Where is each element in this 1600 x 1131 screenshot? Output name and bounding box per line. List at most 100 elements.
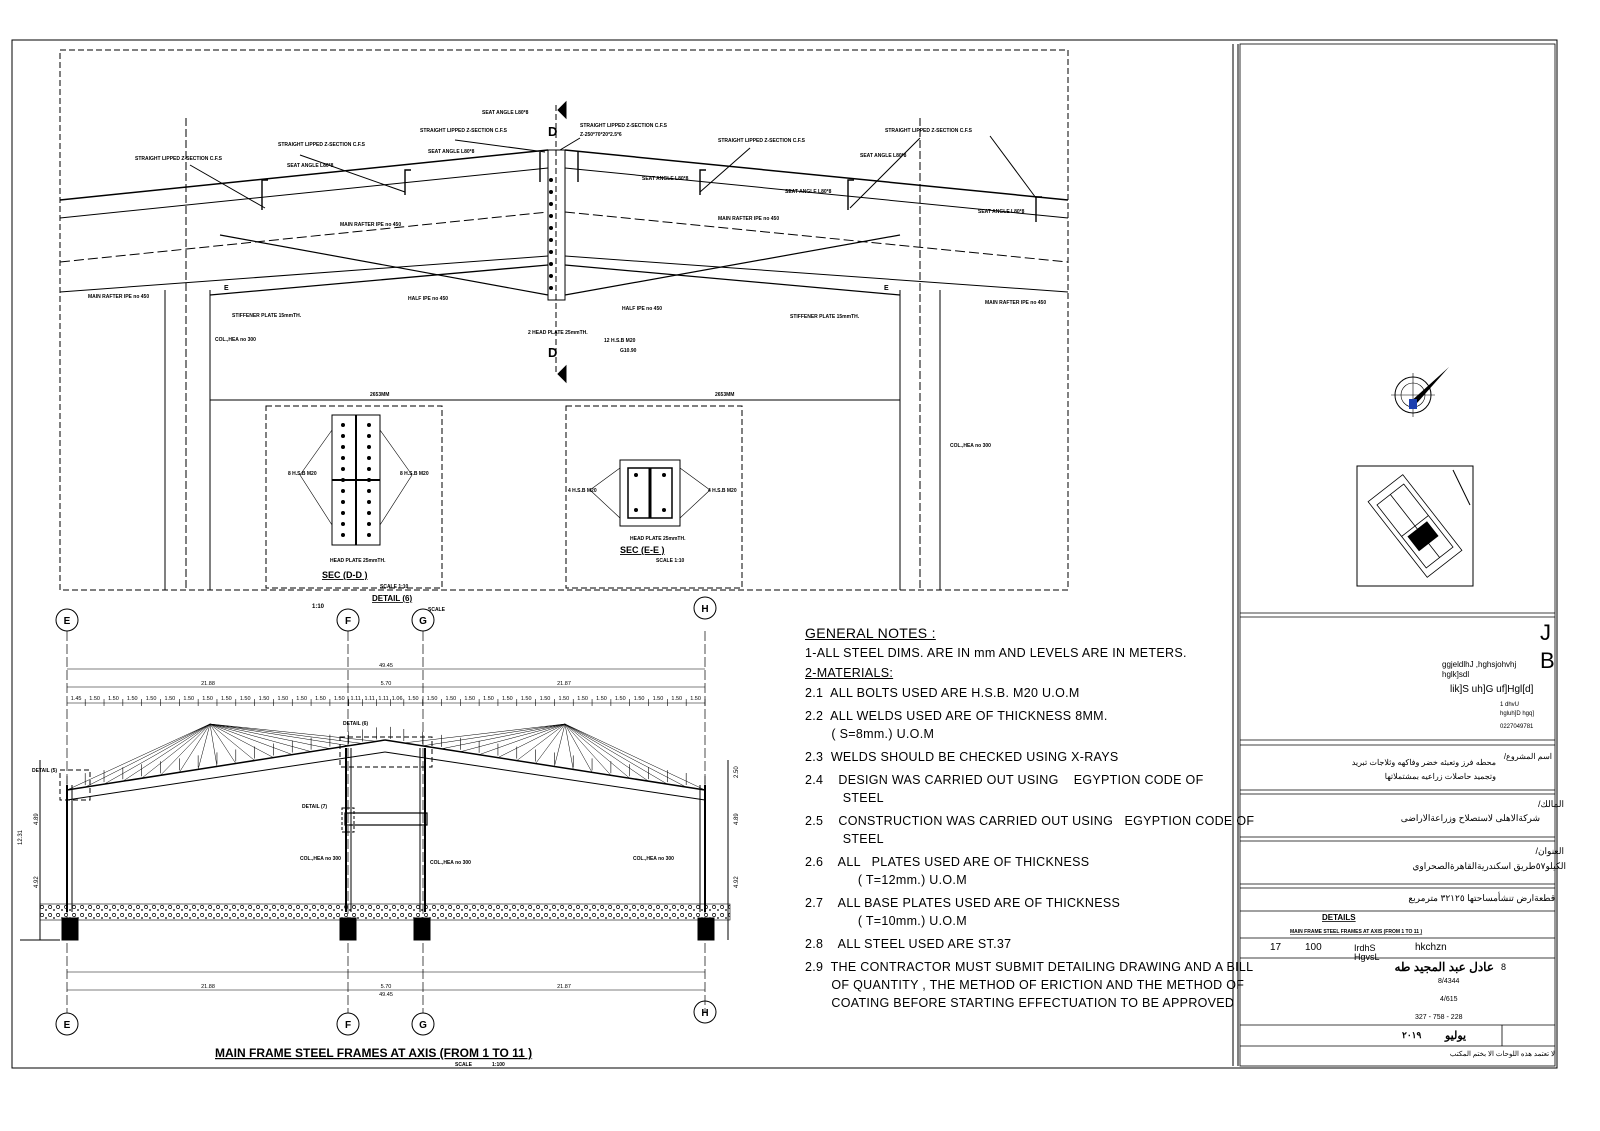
label-head-plate: HEAD PLATE 25mmTH. [630,536,686,542]
axis-label: F [345,1020,351,1031]
tie-line [564,723,706,791]
axis-label: H [701,604,708,615]
mark: 8 [1501,962,1507,972]
tie-line [197,723,211,770]
tie-line [209,723,377,742]
label-detail-7: DETAIL (7) [302,804,327,810]
sec-dd-scale: SCALE 1:10 [380,584,409,590]
tie-line [403,723,566,744]
label-column: COL.,HEA no 300 [215,337,256,343]
label-column: COL.,HEA no 300 [633,856,674,862]
tie-line [209,723,255,761]
tie-line [209,723,330,749]
bolt [634,508,638,512]
note-item: 2-MATERIALS: [805,666,894,680]
note-item: 1-ALL STEEL DIMS. ARE IN mm AND LEVELS A… [805,646,1187,660]
bolt [367,456,371,460]
dimension-text: 1.50 [483,696,494,702]
label-bolts: 4 H.S.B M20 [708,488,737,494]
dimension-text: 1.50 [615,696,626,702]
label-hsb-grade: G10.90 [620,348,637,354]
dimension-text: 5.70 [381,681,392,687]
tie-line [564,723,687,788]
bolt [367,423,371,427]
dimension-text: 1.50 [558,696,569,702]
sheet-scale: 100 [1305,942,1322,953]
sheet-title: DETAILS [1322,913,1356,922]
label-z-section: STRAIGHT LIPPED Z-SECTION C.F.S [885,128,973,134]
dimension-text: 1.50 [183,696,194,702]
office-phone: 0227049781 [1500,724,1534,730]
label-bolts: 8 H.S.B M20 [288,471,317,477]
dimension-text: 1.50 [221,696,232,702]
tie-line [160,723,211,776]
dimension-text: 1.50 [464,696,475,702]
tie-line [179,723,211,773]
dimension-text: 49.45 [379,663,393,669]
month: يوليو [1445,1030,1467,1042]
year: ٢٠١٩ [1402,1030,1422,1040]
office-line: hglk]sdl [1442,670,1470,679]
label-seat-angle: SEAT ANGLE L80*8 [287,163,334,169]
dimension-text: 1.50 [127,696,138,702]
bolt [367,478,371,482]
plot-area: قطعةارض تنشأمساحتها ٣٢١٢٥ مترمربع [1408,893,1555,903]
label-main-rafter: MAIN RAFTER IPE no 450 [340,222,401,228]
height-dim: 4.92 [734,876,740,888]
bolt [341,478,345,482]
dimension-text: 1.50 [521,696,532,702]
tie-line [141,723,211,779]
tie-line [209,723,349,746]
project-label: اسم المشروع/ [1503,752,1552,761]
title-block-frame [1239,43,1556,1067]
bolt [367,500,371,504]
tie-line [564,723,574,770]
rafter-detail [59,100,1069,590]
phone-number: 327 - 758 - 228 [1415,1014,1463,1021]
label-head-plate: 2 HEAD PLATE 25mmTH. [528,330,588,336]
bolt [341,522,345,526]
address-label: العنوان/ [1535,846,1564,856]
bolt [341,511,345,515]
office-address: 1 dhvU [1500,702,1520,708]
section-mark-e: E [884,285,889,292]
tie-line [122,723,211,782]
bolt [341,456,345,460]
tie-line [209,723,312,752]
bolt [341,467,345,471]
tie-line [564,723,593,773]
tie-line [564,723,630,779]
tie-line [554,723,566,767]
height-dim: 4.89 [34,813,40,825]
office-address: hgluh]D hgq] [1500,711,1535,717]
section-mark-d: D [548,345,557,360]
note-item: 2.2 ALL WELDS USED ARE OF THICKNESS 8MM.… [805,709,1108,741]
tie-line [479,723,566,755]
label-seat-angle: SEAT ANGLE L80*8 [642,176,689,182]
height-dim: 4.92 [34,876,40,888]
label-column: COL.,HEA no 300 [950,443,991,449]
frame-elevation [20,736,731,941]
tie-line [564,723,612,776]
note-item: 2.7 ALL BASE PLATES USED ARE OF THICKNES… [805,896,1121,928]
height-dim: 4.89 [734,813,740,825]
label-stiffener: STIFFENER PLATE 15mmTH. [790,314,860,320]
bolt [549,274,553,278]
axis-bubble [693,596,717,620]
dimension-text: 1.50 [146,696,157,702]
label-head-plate: HEAD PLATE 25mmTH. [330,558,386,564]
owner-name: شركةالاهلى لاستصلاح وزراعةالاراضى [1400,813,1540,823]
sheet-subtitle: MAIN FRAME STEEL FRAMES AT AXIS (FROM 1 … [1290,929,1422,935]
dimension-text: 1.50 [596,696,607,702]
elevation-scale-word: SCALE [455,1062,473,1068]
label-half-ipe: HALF IPE no 450 [408,296,448,302]
tie-line [209,723,274,758]
bolt [341,489,345,493]
bolt [341,445,345,449]
dimension-text: 1.50 [540,696,551,702]
axis-label: E [64,616,71,627]
dimension-text: 1.50 [334,696,345,702]
dimension-text: 1.50 [165,696,176,702]
label-z-section: STRAIGHT LIPPED Z-SECTION C.F.S [135,156,223,162]
sheet-number: 17 [1270,942,1282,953]
